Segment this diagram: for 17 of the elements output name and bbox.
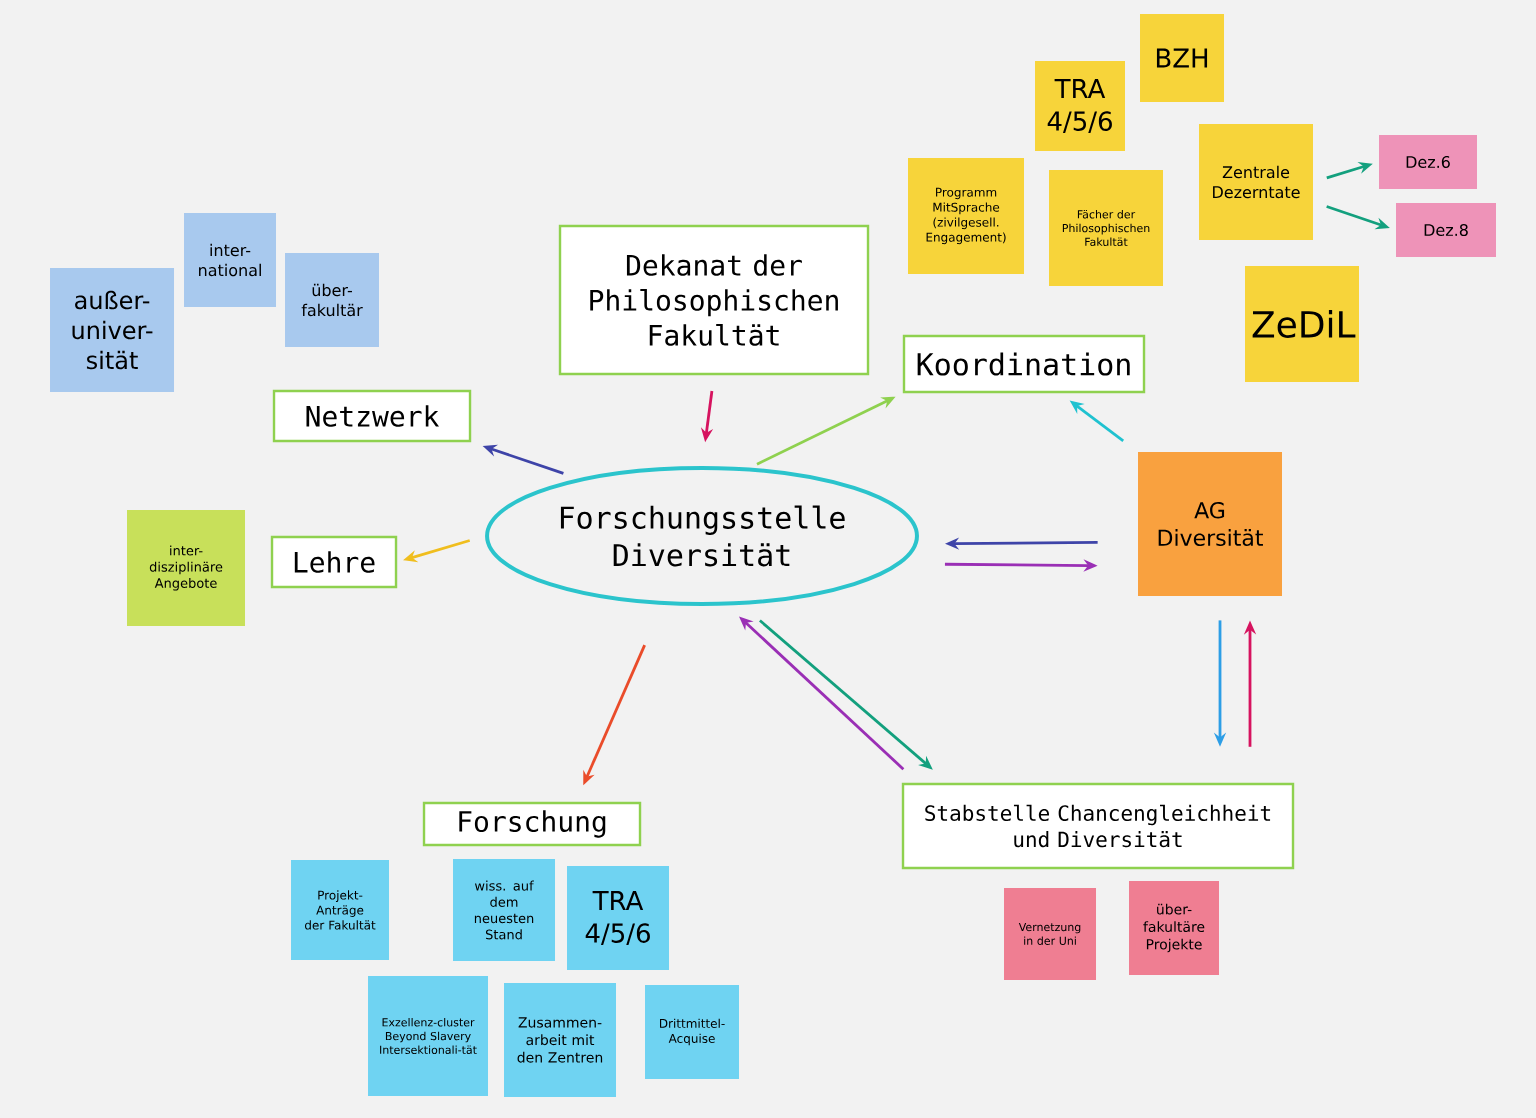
- sticky-note: Zentrale Dezerntate: [1199, 124, 1313, 240]
- sticky-note: Dez.8: [1396, 203, 1496, 257]
- sticky-note: inter-national: [184, 213, 276, 307]
- sticky-note: über-fakultär: [285, 253, 379, 347]
- label-box: Dekanat der Philosophischen Fakultät: [558, 224, 870, 376]
- label-box: Forschung: [422, 801, 642, 847]
- sticky-note: außer-univer-sität: [50, 268, 174, 392]
- label-box: Netzwerk: [272, 389, 472, 443]
- label-box: Koordination: [902, 334, 1146, 394]
- label-box: Stabstelle Chancengleichheit und Diversität: [901, 782, 1295, 870]
- sticky-note: AG Diversität: [1138, 452, 1282, 596]
- label-box: Lehre: [270, 535, 398, 589]
- sticky-note: TRA 4/5/6: [1035, 61, 1125, 151]
- sticky-note: TRA 4/5/6: [567, 866, 669, 970]
- sticky-note: Dez.6: [1379, 135, 1477, 189]
- sticky-note: ZeDiL: [1245, 266, 1359, 382]
- sticky-note: BZH: [1140, 14, 1224, 102]
